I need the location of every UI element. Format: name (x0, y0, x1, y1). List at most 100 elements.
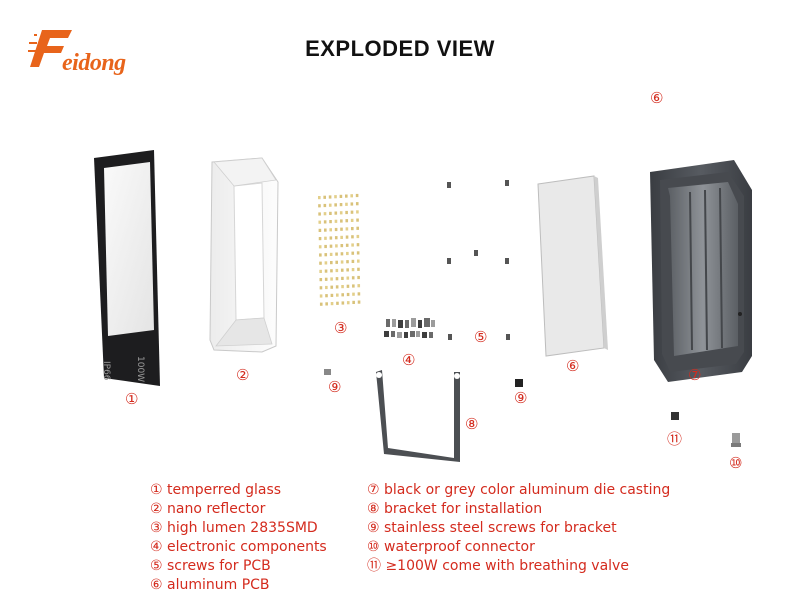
electronic-part (431, 320, 435, 327)
led-chip (329, 228, 332, 232)
electronic-part (397, 332, 402, 338)
led-chip (341, 293, 344, 297)
led-chip (336, 293, 339, 297)
tempered-glass: IP66 100W (94, 150, 160, 386)
led-chip (329, 211, 332, 215)
led-chip (324, 228, 327, 232)
bracket-screw (324, 369, 331, 375)
bracket-screws (324, 369, 523, 387)
led-chip (352, 284, 355, 288)
electronic-part (386, 319, 390, 327)
led-chip (340, 235, 343, 239)
legend-item: ⑥ aluminum PCB (150, 577, 270, 593)
led-chip (351, 276, 355, 280)
led-chip (350, 202, 354, 206)
legend-item: ① temperred glass (150, 482, 282, 498)
led-chip (355, 202, 359, 206)
led-chip (352, 292, 355, 296)
led-chip (330, 293, 334, 297)
waterproof-connector (731, 433, 741, 447)
led-chip (356, 234, 360, 239)
led-chip (324, 236, 327, 240)
led-chip (346, 268, 349, 272)
logo-wordmark: eidong (62, 50, 126, 76)
led-chip (351, 251, 355, 255)
led-chip (324, 261, 328, 265)
led-chip (345, 243, 349, 247)
mounting-bracket (376, 370, 460, 462)
legend-item: ⑪ ≥100W come with breathing valve (367, 558, 629, 574)
callout-2: ② (236, 366, 250, 384)
led-chip (346, 292, 350, 297)
legend-right: ⑦ black or grey color aluminum die casti… (367, 481, 670, 576)
led-chip (329, 220, 332, 224)
feidong-logo: eidong (28, 22, 148, 80)
led-chip (346, 251, 349, 256)
led-chip (339, 194, 343, 198)
led-chip (356, 251, 360, 255)
led-chip (329, 252, 333, 256)
pcb-screw (474, 250, 478, 256)
glass-print-ip66: IP66 (101, 361, 111, 381)
led-chip (324, 244, 327, 249)
led-chip (345, 202, 348, 206)
led-chip (340, 252, 344, 256)
led-chip (345, 194, 348, 198)
callout-7: ⑦ (688, 366, 702, 384)
led-chip (324, 253, 328, 257)
legend-item: ③ high lumen 2835SMD (150, 520, 318, 536)
pcb-screw (505, 258, 509, 264)
electronic-part (424, 318, 430, 327)
pcb-screw (447, 258, 451, 264)
legend-item: ⑤ screws for PCB (150, 558, 271, 574)
led-chip (334, 236, 338, 240)
callout-6-top: ⑥ (650, 89, 664, 107)
led-chip (319, 269, 322, 273)
led-chip (357, 300, 361, 304)
led-chip (341, 285, 344, 289)
legend-item: ⑦ black or grey color aluminum die casti… (367, 482, 671, 498)
led-chip (325, 294, 328, 298)
callout-3: ③ (334, 319, 348, 337)
led-chip (340, 244, 344, 248)
callout-1: ① (125, 390, 139, 408)
led-chip (345, 235, 349, 239)
led-chip (318, 228, 322, 232)
led-chip (341, 301, 345, 305)
led-chip (346, 301, 350, 305)
led-chip (357, 267, 360, 271)
electronic-part (416, 331, 420, 337)
led-chip (345, 210, 348, 215)
led-chip (351, 268, 355, 272)
led-chip (350, 210, 354, 214)
page-title: EXPLODED VIEW (305, 36, 495, 61)
callout-5: ⑤ (474, 328, 488, 346)
callout-4: ④ (402, 351, 416, 369)
led-chip (319, 261, 322, 265)
pcb-screw (448, 334, 452, 340)
led-chip (330, 277, 333, 281)
led-chip (318, 196, 321, 200)
legend-item: ⑨ stainless steel screws for bracket (367, 520, 617, 536)
electronic-part (418, 320, 422, 328)
led-chip (334, 195, 337, 199)
led-chip (323, 195, 326, 199)
electronic-part (422, 332, 427, 338)
led-chip (330, 261, 333, 265)
led-chip (319, 278, 323, 282)
callout-6: ⑥ (566, 357, 580, 375)
led-chip (334, 227, 338, 232)
led-chip (323, 220, 327, 224)
led-chip (319, 286, 323, 290)
electronic-part (384, 331, 389, 337)
led-chip (319, 302, 323, 306)
led-chip (351, 235, 354, 239)
led-chip (329, 244, 333, 248)
led-chip (356, 210, 359, 214)
led-chip (346, 260, 349, 264)
led-chip (328, 195, 332, 199)
led-chip (325, 285, 328, 290)
led-chip (356, 218, 359, 222)
led-chip (334, 203, 337, 207)
led-chip (325, 302, 328, 306)
